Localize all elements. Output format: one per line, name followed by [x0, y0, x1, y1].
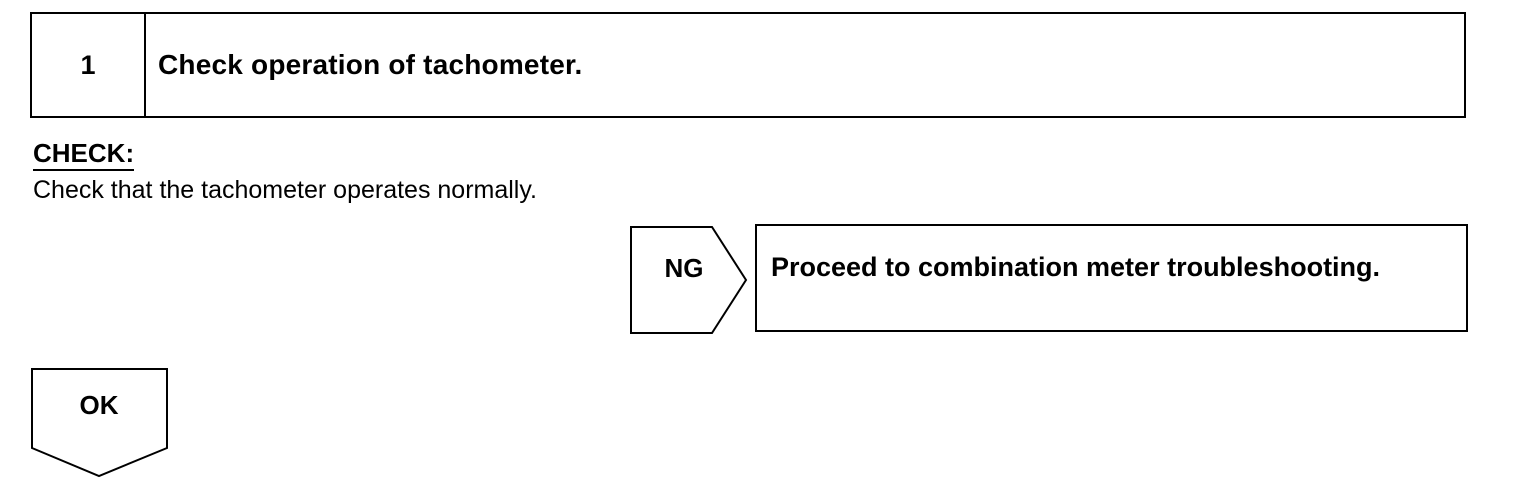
ok-arrow-shape [31, 368, 168, 478]
ng-action-box: Proceed to combination meter troubleshoo… [755, 224, 1468, 332]
ng-tag: NG [630, 226, 748, 334]
step-number: 1 [32, 14, 146, 116]
step-title: Check operation of tachometer. [158, 49, 583, 80]
ng-arrow-shape [630, 226, 748, 334]
check-instruction: Check that the tachometer operates norma… [33, 176, 537, 204]
ok-tag-label: OK [79, 390, 119, 420]
ng-action-text: Proceed to combination meter troubleshoo… [771, 252, 1381, 282]
check-label: CHECK: [33, 137, 135, 171]
ok-tag: OK [31, 368, 171, 480]
ng-tag-label: NG [664, 252, 704, 283]
step-header-box: 1 Check operation of tachometer. [30, 12, 1466, 118]
